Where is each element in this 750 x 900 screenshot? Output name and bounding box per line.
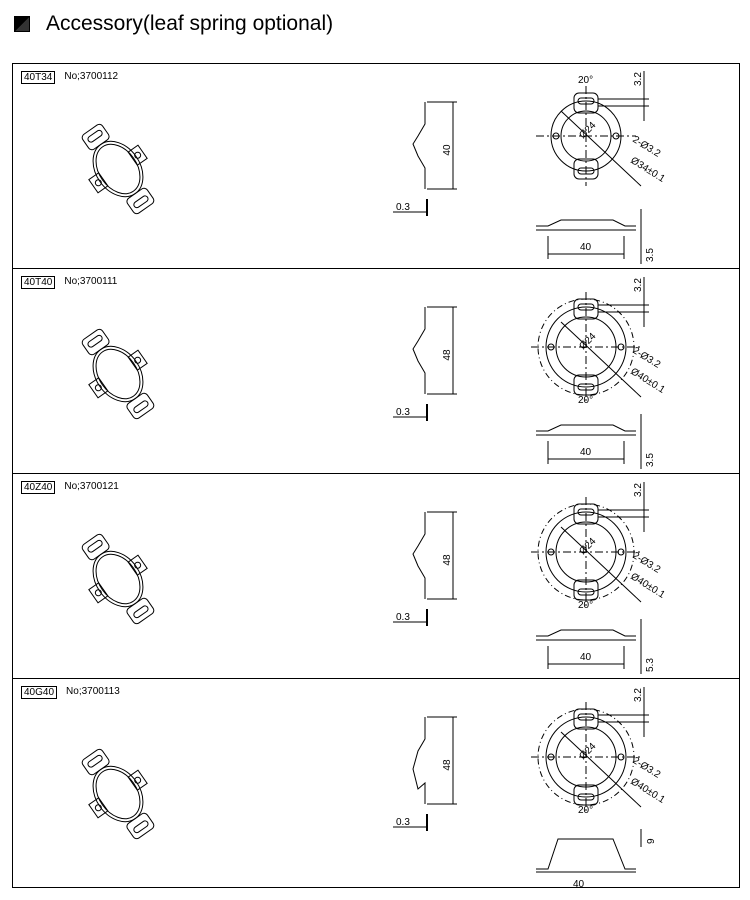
part-number: No;3700113: [66, 686, 120, 697]
top-view-drawing: 3.2 20° Ø24 2-Ø3.2 Ø40±0.1: [531, 277, 667, 406]
angle-dimension: 20°: [578, 395, 593, 406]
isometric-drawing: [81, 328, 155, 420]
height-dimension: 48: [442, 349, 453, 361]
depth-dimension: 9: [646, 838, 657, 844]
row-label: 40T40 No;3700111: [21, 276, 117, 289]
depth-dimension: 5.3: [645, 658, 656, 672]
inner-diameter: Ø24: [577, 120, 598, 141]
isometric-drawing: [81, 748, 155, 840]
width-dimension: 40: [580, 447, 592, 458]
bottom-profile-drawing: 40 9: [536, 829, 657, 887]
angle-dimension: 20°: [578, 805, 593, 816]
angle-dimension: 20°: [578, 600, 593, 611]
inner-diameter: Ø24: [577, 741, 598, 762]
accessory-row: 40Z40 No;3700121 48 0.3: [13, 474, 739, 679]
row-label: 40G40 No;3700113: [21, 686, 120, 699]
accessory-row: 40T40 No;3700111 48 0.3: [13, 269, 739, 474]
row-label: 40T34 No;3700112: [21, 71, 118, 84]
bottom-profile-drawing: 40 5.3: [536, 619, 656, 674]
part-number: No;3700121: [64, 481, 119, 492]
height-dimension: 48: [442, 554, 453, 566]
side-profile-drawing: 48 0.3: [393, 716, 457, 831]
hole-offset-dimension: 3.2: [633, 278, 644, 292]
isometric-drawing: [81, 123, 155, 215]
angle-dimension: 20°: [578, 75, 593, 86]
page-title: Accessory(leaf spring optional): [46, 12, 334, 35]
outer-diameter: Ø40±0.1: [628, 571, 667, 601]
inner-diameter: Ø24: [577, 536, 598, 557]
bullet-square-icon: [14, 16, 30, 32]
bottom-profile-drawing: 40 3.5: [536, 414, 656, 469]
model-code: 40T34: [21, 71, 56, 84]
part-number: No;3700112: [64, 71, 119, 82]
width-dimension: 40: [580, 652, 592, 663]
thickness-dimension: 0.3: [396, 612, 410, 623]
top-view-drawing: 3.2 20° Ø24 2-Ø3.2 Ø40±0.1: [531, 687, 667, 816]
model-code: 40Z40: [21, 481, 56, 494]
top-view-drawing: 3.2 20° Ø24 2-Ø3.2 Ø34±0.1: [536, 71, 667, 187]
outer-diameter: Ø40±0.1: [628, 776, 667, 806]
hole-offset-dimension: 3.2: [633, 483, 644, 497]
inner-diameter: Ø24: [577, 331, 598, 352]
thickness-dimension: 0.3: [396, 202, 410, 213]
thickness-dimension: 0.3: [396, 407, 410, 418]
depth-dimension: 3.5: [645, 248, 656, 262]
accessory-table: 40T34 No;3700112 40 0.3: [12, 63, 740, 888]
outer-diameter: Ø34±0.1: [628, 155, 667, 185]
depth-dimension: 3.5: [645, 453, 656, 467]
outer-diameter: Ø40±0.1: [628, 366, 667, 396]
side-profile-drawing: 40 0.3: [393, 101, 457, 216]
isometric-drawing: [81, 533, 155, 625]
accessory-row: 40G40 No;3700113 48 0.3: [13, 679, 739, 887]
thickness-dimension: 0.3: [396, 817, 410, 828]
width-dimension: 40: [580, 242, 592, 253]
page-header: Accessory(leaf spring optional): [14, 12, 333, 36]
model-code: 40G40: [21, 686, 58, 699]
hole-offset-dimension: 3.2: [633, 72, 644, 86]
side-profile-drawing: 48 0.3: [393, 511, 457, 626]
width-dimension: 40: [573, 879, 585, 887]
top-view-drawing: 3.2 20° Ø24 2-Ø3.2 Ø40±0.1: [531, 482, 667, 611]
part-number: No;3700111: [64, 276, 118, 287]
height-dimension: 48: [442, 759, 453, 771]
row-label: 40Z40 No;3700121: [21, 481, 119, 494]
hole-offset-dimension: 3.2: [633, 688, 644, 702]
side-profile-drawing: 48 0.3: [393, 306, 457, 421]
bottom-profile-drawing: 40 3.5: [536, 209, 656, 264]
height-dimension: 40: [442, 144, 453, 156]
model-code: 40T40: [21, 276, 56, 289]
accessory-row: 40T34 No;3700112 40 0.3: [13, 64, 739, 269]
